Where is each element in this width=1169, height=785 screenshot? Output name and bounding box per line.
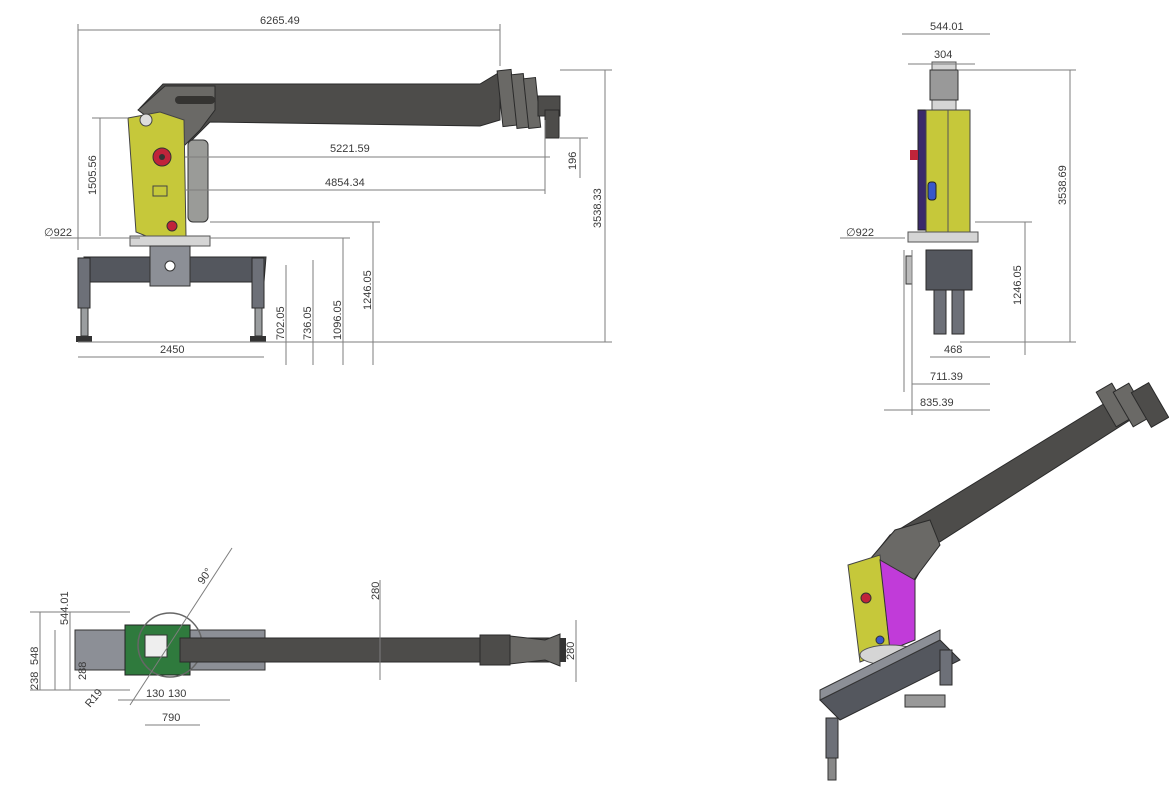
dim-leg-h4: 1246.05 xyxy=(362,270,374,310)
dim-front-base-height: 1246.05 xyxy=(1012,265,1024,305)
dim-front-top-inner: 304 xyxy=(934,49,952,61)
dim-top-boom-width: 280 xyxy=(370,582,382,600)
dim-top-s1: 130 xyxy=(146,688,164,700)
dim-leg-span: 2450 xyxy=(160,344,184,356)
front-outrigger xyxy=(925,249,973,291)
side-column-pin xyxy=(139,113,153,127)
dim-front-w2: 711.39 xyxy=(930,371,963,383)
dim-top-width-a: 544.01 xyxy=(59,591,71,625)
dim-top-tip-width: 280 xyxy=(565,642,577,660)
front-blue-fitting xyxy=(927,181,937,201)
side-boom-slot xyxy=(175,96,215,104)
side-dimension-lines xyxy=(50,24,612,365)
side-base-plate xyxy=(129,235,211,247)
dim-front-total-height: 3538.69 xyxy=(1057,165,1069,205)
dim-front-w1: 468 xyxy=(944,344,962,356)
top-dimension-lines xyxy=(30,547,577,726)
front-view: 544.01 304 3538.69 ∅922 1246.05 468 711.… xyxy=(840,21,1076,415)
dim-top-h1: 548 xyxy=(29,647,41,665)
iso-leg-left xyxy=(825,717,839,759)
dim-top-h2: 238 xyxy=(29,672,41,690)
iso-leg-right xyxy=(939,649,953,686)
isometric-view xyxy=(819,381,1169,781)
iso-boom-tip xyxy=(1095,381,1169,429)
dim-top-h3: 288 xyxy=(77,662,89,680)
dim-tip-height: 196 xyxy=(567,152,579,170)
side-view: 6265.49 5221.59 4854.34 1505.56 196 3538… xyxy=(44,15,612,365)
iso-column-inner xyxy=(879,559,916,651)
dim-column-height: 1505.56 xyxy=(87,155,99,195)
dim-front-column-diameter: ∅922 xyxy=(846,227,874,239)
dim-total-height: 3538.33 xyxy=(592,188,604,228)
side-column xyxy=(127,111,187,237)
dim-front-w3: 835.39 xyxy=(920,397,954,409)
top-view: 90° 544.01 548 238 288 R19 130 130 790 2… xyxy=(29,547,577,726)
front-leg-right xyxy=(951,289,965,335)
dim-reach-upper: 5221.59 xyxy=(330,143,370,155)
dim-top-s2: 130 xyxy=(168,688,186,700)
dim-front-top-width: 544.01 xyxy=(930,21,964,33)
side-column-window xyxy=(152,185,168,197)
dim-leg-h2: 736.05 xyxy=(302,306,314,340)
dim-reach-lower: 4854.34 xyxy=(325,177,365,189)
front-base-plate xyxy=(907,231,979,243)
top-boom-section xyxy=(479,634,511,666)
dim-top-angle: 90° xyxy=(196,566,215,587)
side-boom xyxy=(139,71,501,143)
side-leg-left xyxy=(77,257,91,309)
front-dimension-lines xyxy=(840,33,1076,415)
dim-top-span: 790 xyxy=(162,712,180,724)
side-boom-tip xyxy=(496,68,561,139)
side-ram xyxy=(187,139,209,223)
dim-leg-h1: 702.05 xyxy=(275,306,287,340)
dim-overall-length: 6265.49 xyxy=(260,15,300,27)
dim-leg-h3: 1096.05 xyxy=(332,300,344,340)
dim-column-diameter: ∅922 xyxy=(44,227,72,239)
side-leg-right xyxy=(251,257,265,309)
top-boom-tip xyxy=(509,633,561,667)
front-leg-left xyxy=(933,289,947,335)
